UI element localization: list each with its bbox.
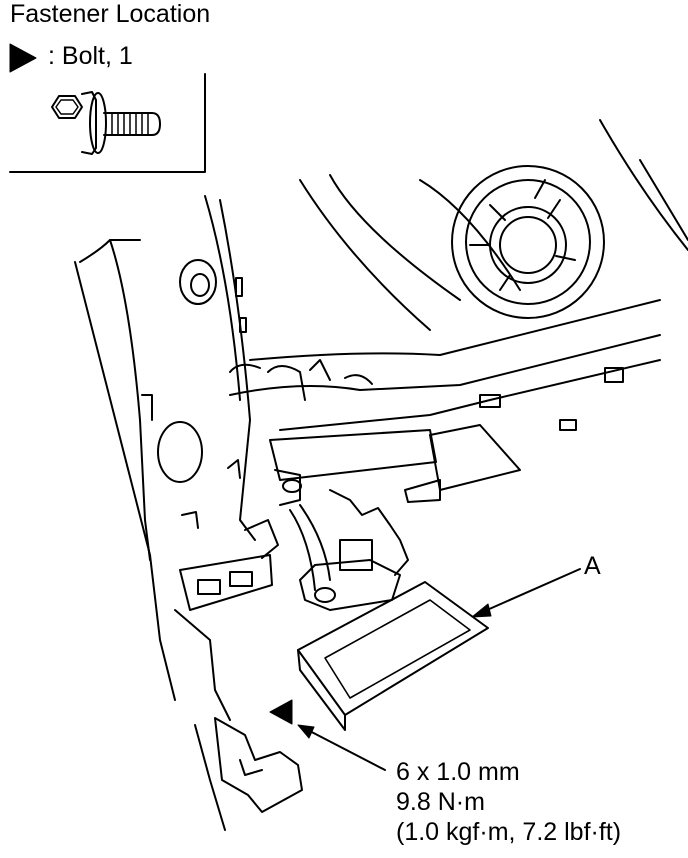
dashboard-outline (74, 119, 688, 701)
callout-a-arrowhead (471, 603, 492, 618)
spec-arrowhead (297, 724, 315, 739)
legend-box (9, 73, 206, 173)
callout-a-leader (477, 568, 581, 615)
spec-leader (301, 726, 386, 771)
wire-harness (289, 489, 409, 611)
bolt-icon (51, 91, 161, 155)
panel-details (141, 259, 373, 529)
air-vent (451, 165, 605, 319)
lower-bracket (174, 429, 437, 721)
panel-tabs (404, 367, 624, 503)
bolt-location-triangle-icon (269, 699, 293, 725)
bolt-torque-nm: 9.8 N·m (396, 788, 485, 816)
callout-label-a: A (584, 552, 601, 580)
legend-text: : Bolt, 1 (48, 42, 133, 70)
bolt-torque-alt: (1.0 kgf·m, 7.2 lbf·ft) (396, 818, 622, 846)
bolt-size: 6 x 1.0 mm (396, 758, 520, 786)
floor-bracket (194, 717, 303, 831)
legend-triangle-icon (9, 43, 37, 73)
figure-title: Fastener Location (10, 0, 211, 28)
pocket-panel (297, 581, 489, 731)
